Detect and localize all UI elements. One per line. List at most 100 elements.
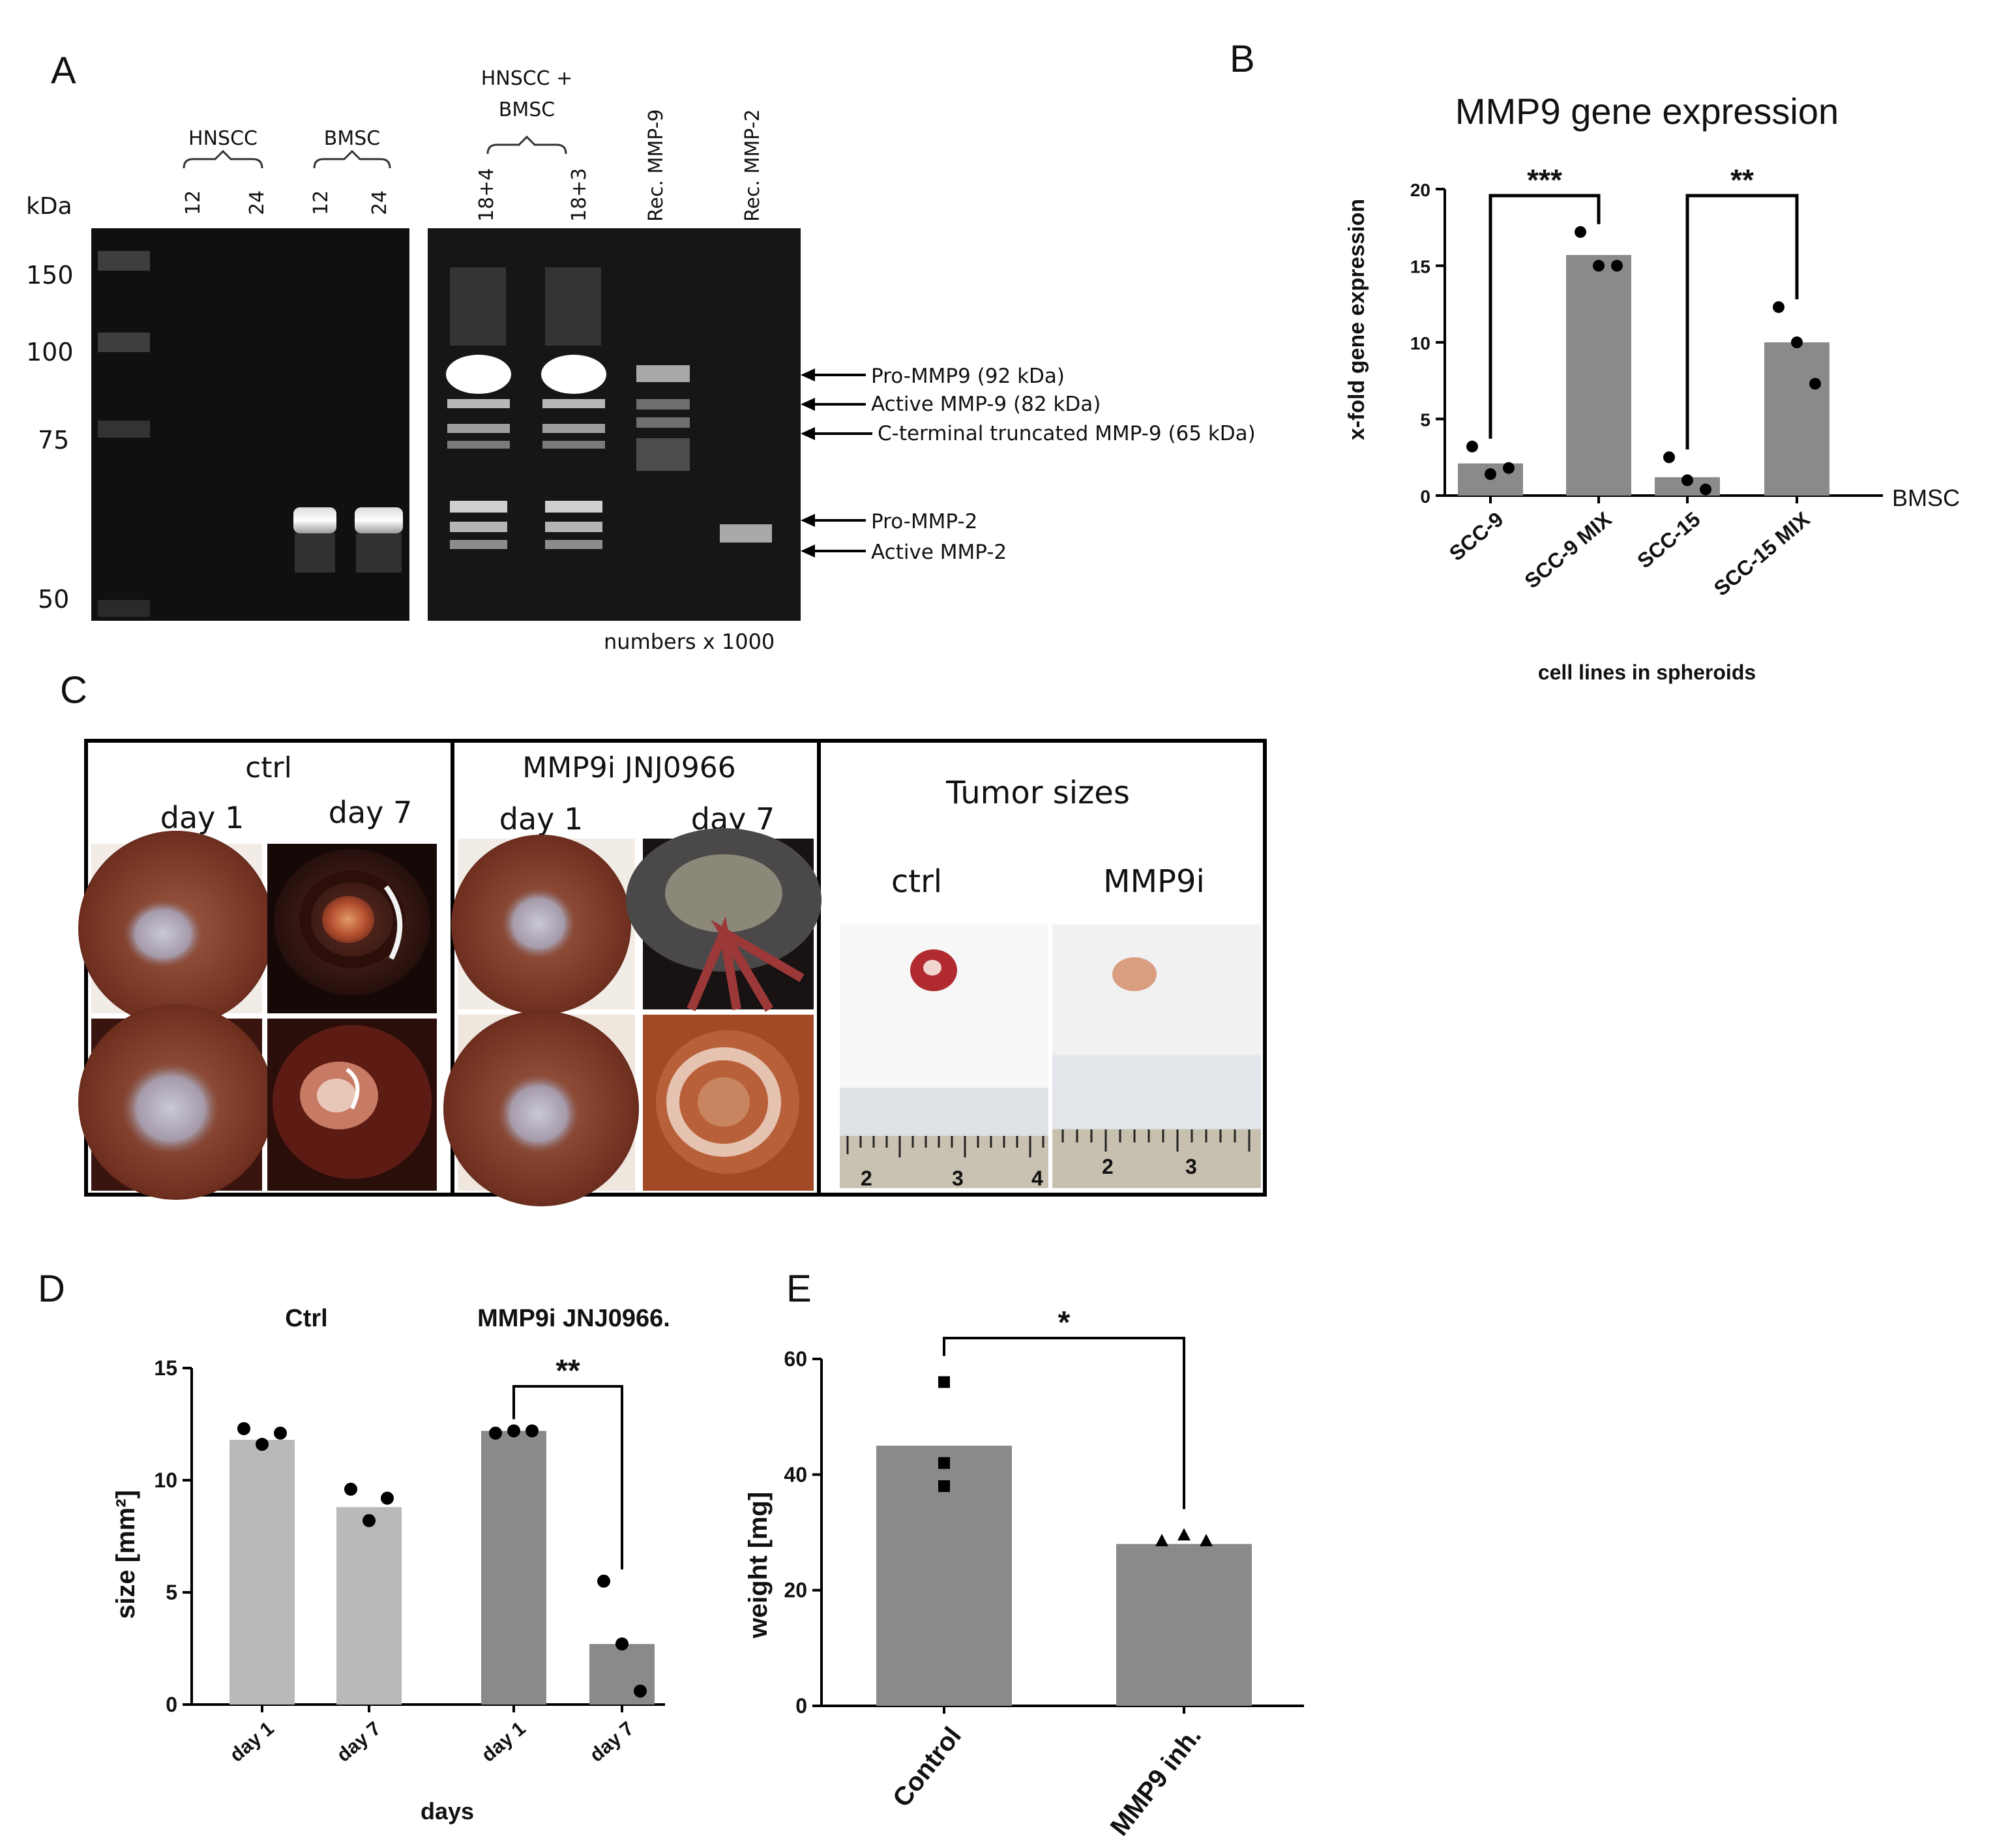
bar — [1116, 1543, 1252, 1706]
band-pro-mmp2 — [293, 507, 336, 533]
ladder-band — [98, 600, 150, 617]
band — [542, 441, 605, 449]
band-pro-mmp2 — [355, 507, 403, 533]
marker-label: 50 — [38, 585, 69, 614]
y-axis-label: x-fold gene expression — [1344, 199, 1369, 440]
tumor-label: MMP9i — [1103, 863, 1205, 900]
group-title: Ctrl — [285, 1305, 327, 1332]
ruler-number: 4 — [1031, 1167, 1043, 1190]
band-pro-mmp2 — [545, 501, 602, 513]
chart-title: MMP9 gene expression — [1455, 91, 1839, 132]
data-point — [597, 1574, 610, 1588]
data-point — [615, 1637, 629, 1651]
bar — [230, 1440, 295, 1705]
group-label-bmsc: BMSC — [324, 127, 380, 150]
x-tick-label: day 1 — [226, 1718, 278, 1766]
data-point — [237, 1422, 250, 1435]
data-point — [938, 1480, 950, 1493]
x-tick-label: MMP9 inh. — [1105, 1721, 1207, 1841]
panel-d: D Ctrl MMP9i JNJ0966. size [mm²] days 05… — [38, 1268, 670, 1825]
lane-label: Rec. MMP-2 — [741, 109, 764, 222]
data-point — [274, 1426, 287, 1440]
data-point — [1503, 462, 1515, 474]
marker-label: 75 — [38, 426, 69, 455]
photo-inh-day1-a — [451, 835, 635, 1015]
group-label-mix: HNSCC + — [481, 67, 573, 90]
band-arrows — [801, 368, 872, 558]
panel-b: B MMP9 gene expression x-fold gene expre… — [1230, 38, 1960, 684]
band-active-mmp2 — [545, 540, 602, 549]
significance-bracket — [943, 1337, 1185, 1510]
lane-label: 18+3 — [568, 168, 591, 222]
lane-label: 12 — [182, 190, 205, 215]
y-tick-label: 20 — [784, 1579, 807, 1602]
time-label: day 7 — [329, 795, 413, 830]
photo-ctrl-day7-b — [267, 1019, 437, 1191]
y-tick-label: 5 — [1420, 410, 1430, 430]
data-point — [1681, 474, 1693, 486]
y-tick-label: 10 — [154, 1468, 177, 1492]
time-label: day 1 — [499, 801, 584, 837]
x-tick-label: Control — [887, 1721, 967, 1812]
time-label: day 1 — [160, 800, 244, 835]
photo-tumor-ctrl — [840, 925, 1048, 1188]
data-point — [1773, 301, 1784, 313]
data-point — [1155, 1534, 1168, 1547]
x-tick-label: SCC-9 MIX — [1520, 507, 1616, 593]
y-axis-label: weight [mg] — [744, 1492, 773, 1639]
data-point — [1663, 451, 1675, 464]
bracket — [486, 135, 567, 155]
bracket — [183, 149, 263, 169]
data-point — [1177, 1528, 1191, 1541]
lane-label: 12 — [310, 190, 333, 215]
photo-inh-day1-b — [443, 1011, 639, 1206]
data-point — [381, 1491, 394, 1505]
significance-label: * — [1058, 1305, 1071, 1340]
group-title: ctrl — [245, 751, 292, 784]
marker-label: 100 — [26, 338, 74, 366]
y-tick-label: 10 — [1410, 333, 1430, 353]
band-rec-mmp9 — [636, 438, 690, 471]
band-label: Pro-MMP9 (92 kDa) — [871, 365, 1065, 388]
panel-letter: B — [1230, 38, 1255, 80]
x-tick-label: SCC-15 — [1633, 507, 1704, 573]
data-point — [1700, 483, 1711, 496]
bar — [1764, 342, 1829, 496]
significance-bracket — [1488, 194, 1601, 439]
group-title: MMP9i JNJ0966. — [477, 1305, 670, 1332]
data-point — [1200, 1534, 1213, 1547]
bar — [481, 1431, 546, 1705]
x-tick-label: SCC-15 MIX — [1710, 507, 1814, 600]
photo-ctrl-day7-a — [267, 844, 437, 1013]
ruler-number: 2 — [861, 1167, 872, 1190]
y-tick-label: 15 — [1410, 257, 1430, 277]
gel-footnote: numbers x 1000 — [604, 629, 775, 654]
y-tick-label: 20 — [1410, 180, 1430, 200]
band-label: Active MMP-9 (82 kDa) — [871, 393, 1101, 416]
band-rec-mmp9 — [636, 365, 690, 382]
data-point — [1611, 260, 1623, 272]
band-rec-mmp9 — [636, 399, 690, 410]
x-tick-label: SCC-9 — [1445, 507, 1508, 565]
photo-inh-day7-a — [626, 828, 822, 1012]
band-label: C-terminal truncated MMP-9 (65 kDa) — [878, 422, 1256, 445]
panel-letter: D — [38, 1268, 65, 1310]
data-point — [526, 1424, 539, 1438]
panel-a: A kDa 150 100 75 50 HNSCC BMSC HNSCC + B… — [26, 50, 1256, 654]
group-title: MMP9i JNJ0966 — [522, 751, 736, 784]
data-point — [634, 1684, 647, 1698]
data-point — [1593, 260, 1605, 272]
data-point — [344, 1482, 357, 1496]
y-tick-label: 60 — [784, 1347, 807, 1371]
panel-letter: C — [60, 669, 87, 711]
band-pro-mmp2 — [450, 522, 507, 532]
data-point — [1575, 226, 1586, 238]
band-label: Pro-MMP-2 — [871, 510, 977, 533]
data-point — [938, 1457, 950, 1469]
y-tick-label: 40 — [784, 1463, 807, 1486]
group-label-mix: BMSC — [499, 98, 555, 121]
significance-label: ** — [1730, 163, 1754, 197]
ladder-band — [98, 251, 150, 271]
